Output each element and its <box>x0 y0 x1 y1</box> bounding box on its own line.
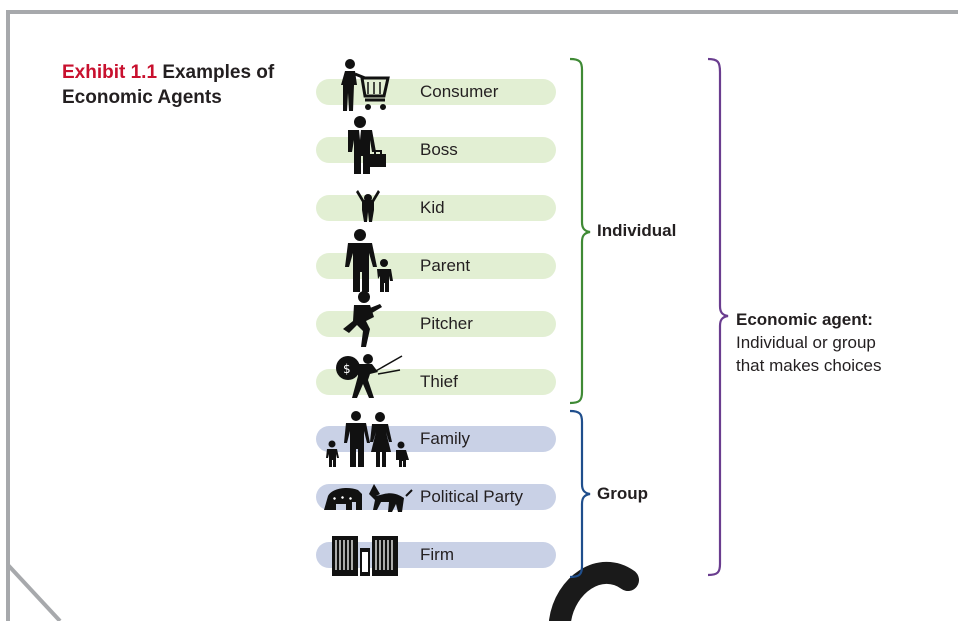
agent-label: Boss <box>420 140 458 159</box>
individual-brace <box>569 57 591 405</box>
svg-text:$: $ <box>343 362 351 376</box>
parent-with-child-icon <box>345 229 393 292</box>
economic-agent-desc-line2: that makes choices <box>736 356 882 375</box>
agent-label: Consumer <box>420 82 499 101</box>
agent-label: Pitcher <box>420 314 473 333</box>
businessman-briefcase-icon <box>348 116 386 174</box>
agent-label: Family <box>420 429 471 448</box>
child-icon <box>356 190 380 222</box>
factory-building-icon <box>332 536 398 576</box>
agent-label: Kid <box>420 198 445 217</box>
thief-with-sack-icon: $ <box>336 354 403 398</box>
elephant-donkey-icon <box>324 484 413 512</box>
economic-agent-brace <box>707 57 729 577</box>
agent-label: Thief <box>420 372 458 391</box>
shopping-cart-person-icon <box>341 59 390 111</box>
economic-agent-desc-line1: Individual or group <box>736 333 876 352</box>
family-icon <box>326 411 409 467</box>
baseball-pitcher-icon <box>343 291 382 347</box>
exhibit-number: Exhibit 1.1 <box>62 62 158 83</box>
economic-agent-definition: Economic agent: Individual or group that… <box>736 308 946 377</box>
watermark-curve <box>549 561 639 621</box>
agent-pill-kid <box>316 195 556 221</box>
agent-label: Parent <box>420 256 471 275</box>
group-brace <box>569 409 591 579</box>
individual-label: Individual <box>597 221 677 240</box>
exhibit-title: Exhibit 1.1 Examples of Economic Agents <box>62 60 302 110</box>
agent-label: Firm <box>420 545 454 564</box>
exhibit-caption: Examples of Economic Agents <box>62 62 275 108</box>
group-label: Group <box>597 484 648 503</box>
economic-agent-title: Economic agent: <box>736 310 873 329</box>
agent-label: Political Party <box>420 487 523 506</box>
